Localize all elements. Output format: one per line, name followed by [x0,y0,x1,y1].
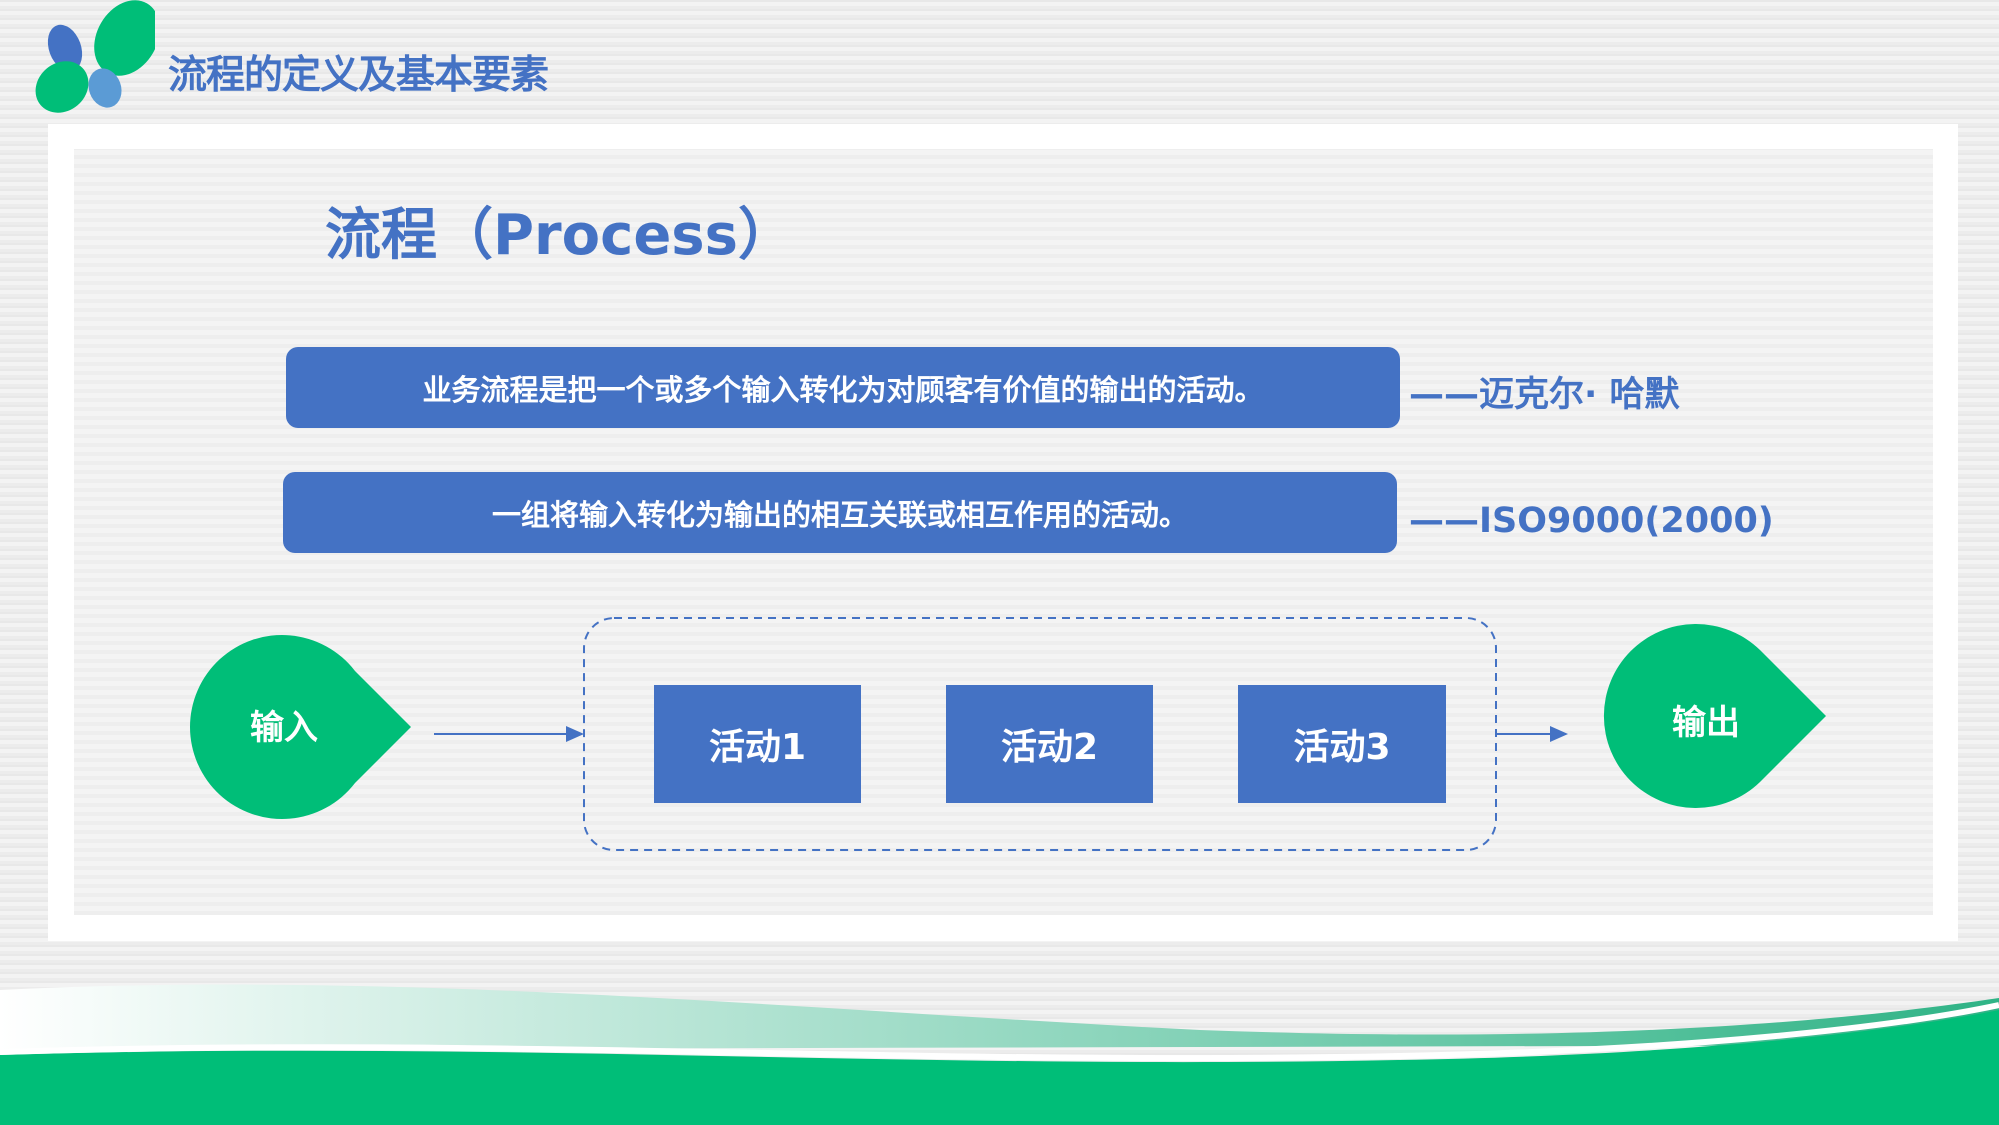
bottom-wave [0,1010,1999,1125]
definition-bar-1: 业务流程是把一个或多个输入转化为对顾客有价值的输出的活动。 [286,347,1400,428]
activity-box-2: 活动2 [946,685,1153,803]
logo-icon [35,0,155,113]
activity-box-3: 活动3 [1238,685,1446,803]
input-shape [190,635,411,819]
definition-bar-2: 一组将输入转化为输出的相互关联或相互作用的活动。 [283,472,1397,553]
definition-source-1: ——迈克尔· 哈默 [1409,375,1680,415]
page-title: 流程（Process） [325,203,794,268]
input-label: 输入 [250,708,318,748]
bottom-wave-light [0,984,1999,1050]
activity-box-1: 活动1 [654,685,861,803]
definition-source-2: ——ISO9000(2000) [1409,501,1774,541]
header-title: 流程的定义及基本要素 [168,53,549,98]
output-shape [1603,624,1826,808]
output-label: 输出 [1672,703,1740,743]
